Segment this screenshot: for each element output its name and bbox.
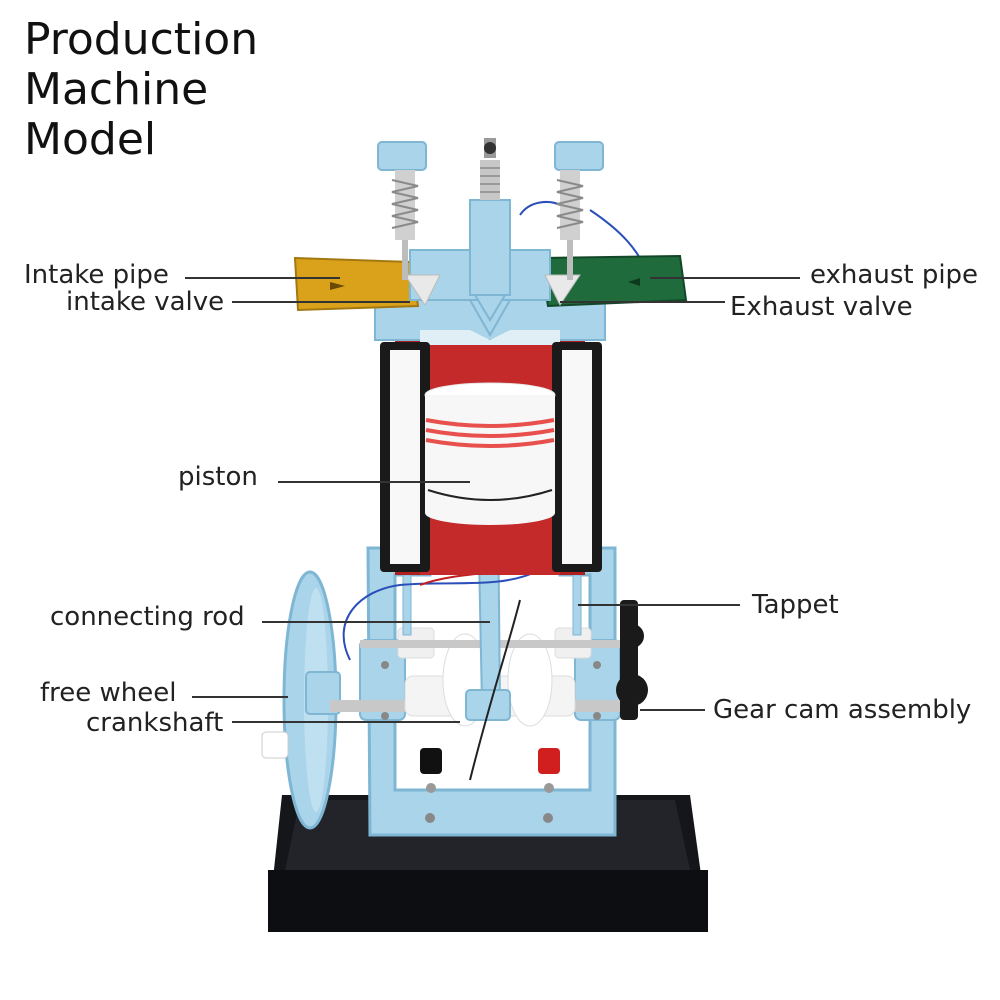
free-wheel-illustration <box>261 570 341 830</box>
label-exhaust-valve: Exhaust valve <box>730 292 913 322</box>
label-crankshaft: crankshaft <box>86 708 224 738</box>
title-line-1: Production <box>24 14 259 65</box>
piston-illustration <box>424 382 556 525</box>
terminals <box>420 748 560 793</box>
cylinder-side-columns <box>380 342 602 572</box>
cylinder-head <box>404 199 581 322</box>
label-gear-cam-assembly: Gear cam assembly <box>713 695 972 725</box>
intake-pipe-illustration <box>293 256 420 312</box>
valve-springs <box>377 141 604 280</box>
label-free-wheel: free wheel <box>40 678 177 708</box>
spark-plug <box>480 138 500 200</box>
label-intake-pipe: Intake pipe <box>24 260 169 290</box>
gear-cam-illustration <box>616 600 648 720</box>
label-exhaust-pipe: exhaust pipe <box>810 260 979 290</box>
label-piston: piston <box>178 462 258 492</box>
title-line-3: Model <box>24 114 157 165</box>
label-tappet: Tappet <box>752 590 839 620</box>
leader-lines <box>185 277 800 723</box>
label-intake-valve: intake valve <box>66 287 225 317</box>
title-line-2: Machine <box>24 64 209 115</box>
label-connecting-rod: connecting rod <box>50 602 245 632</box>
